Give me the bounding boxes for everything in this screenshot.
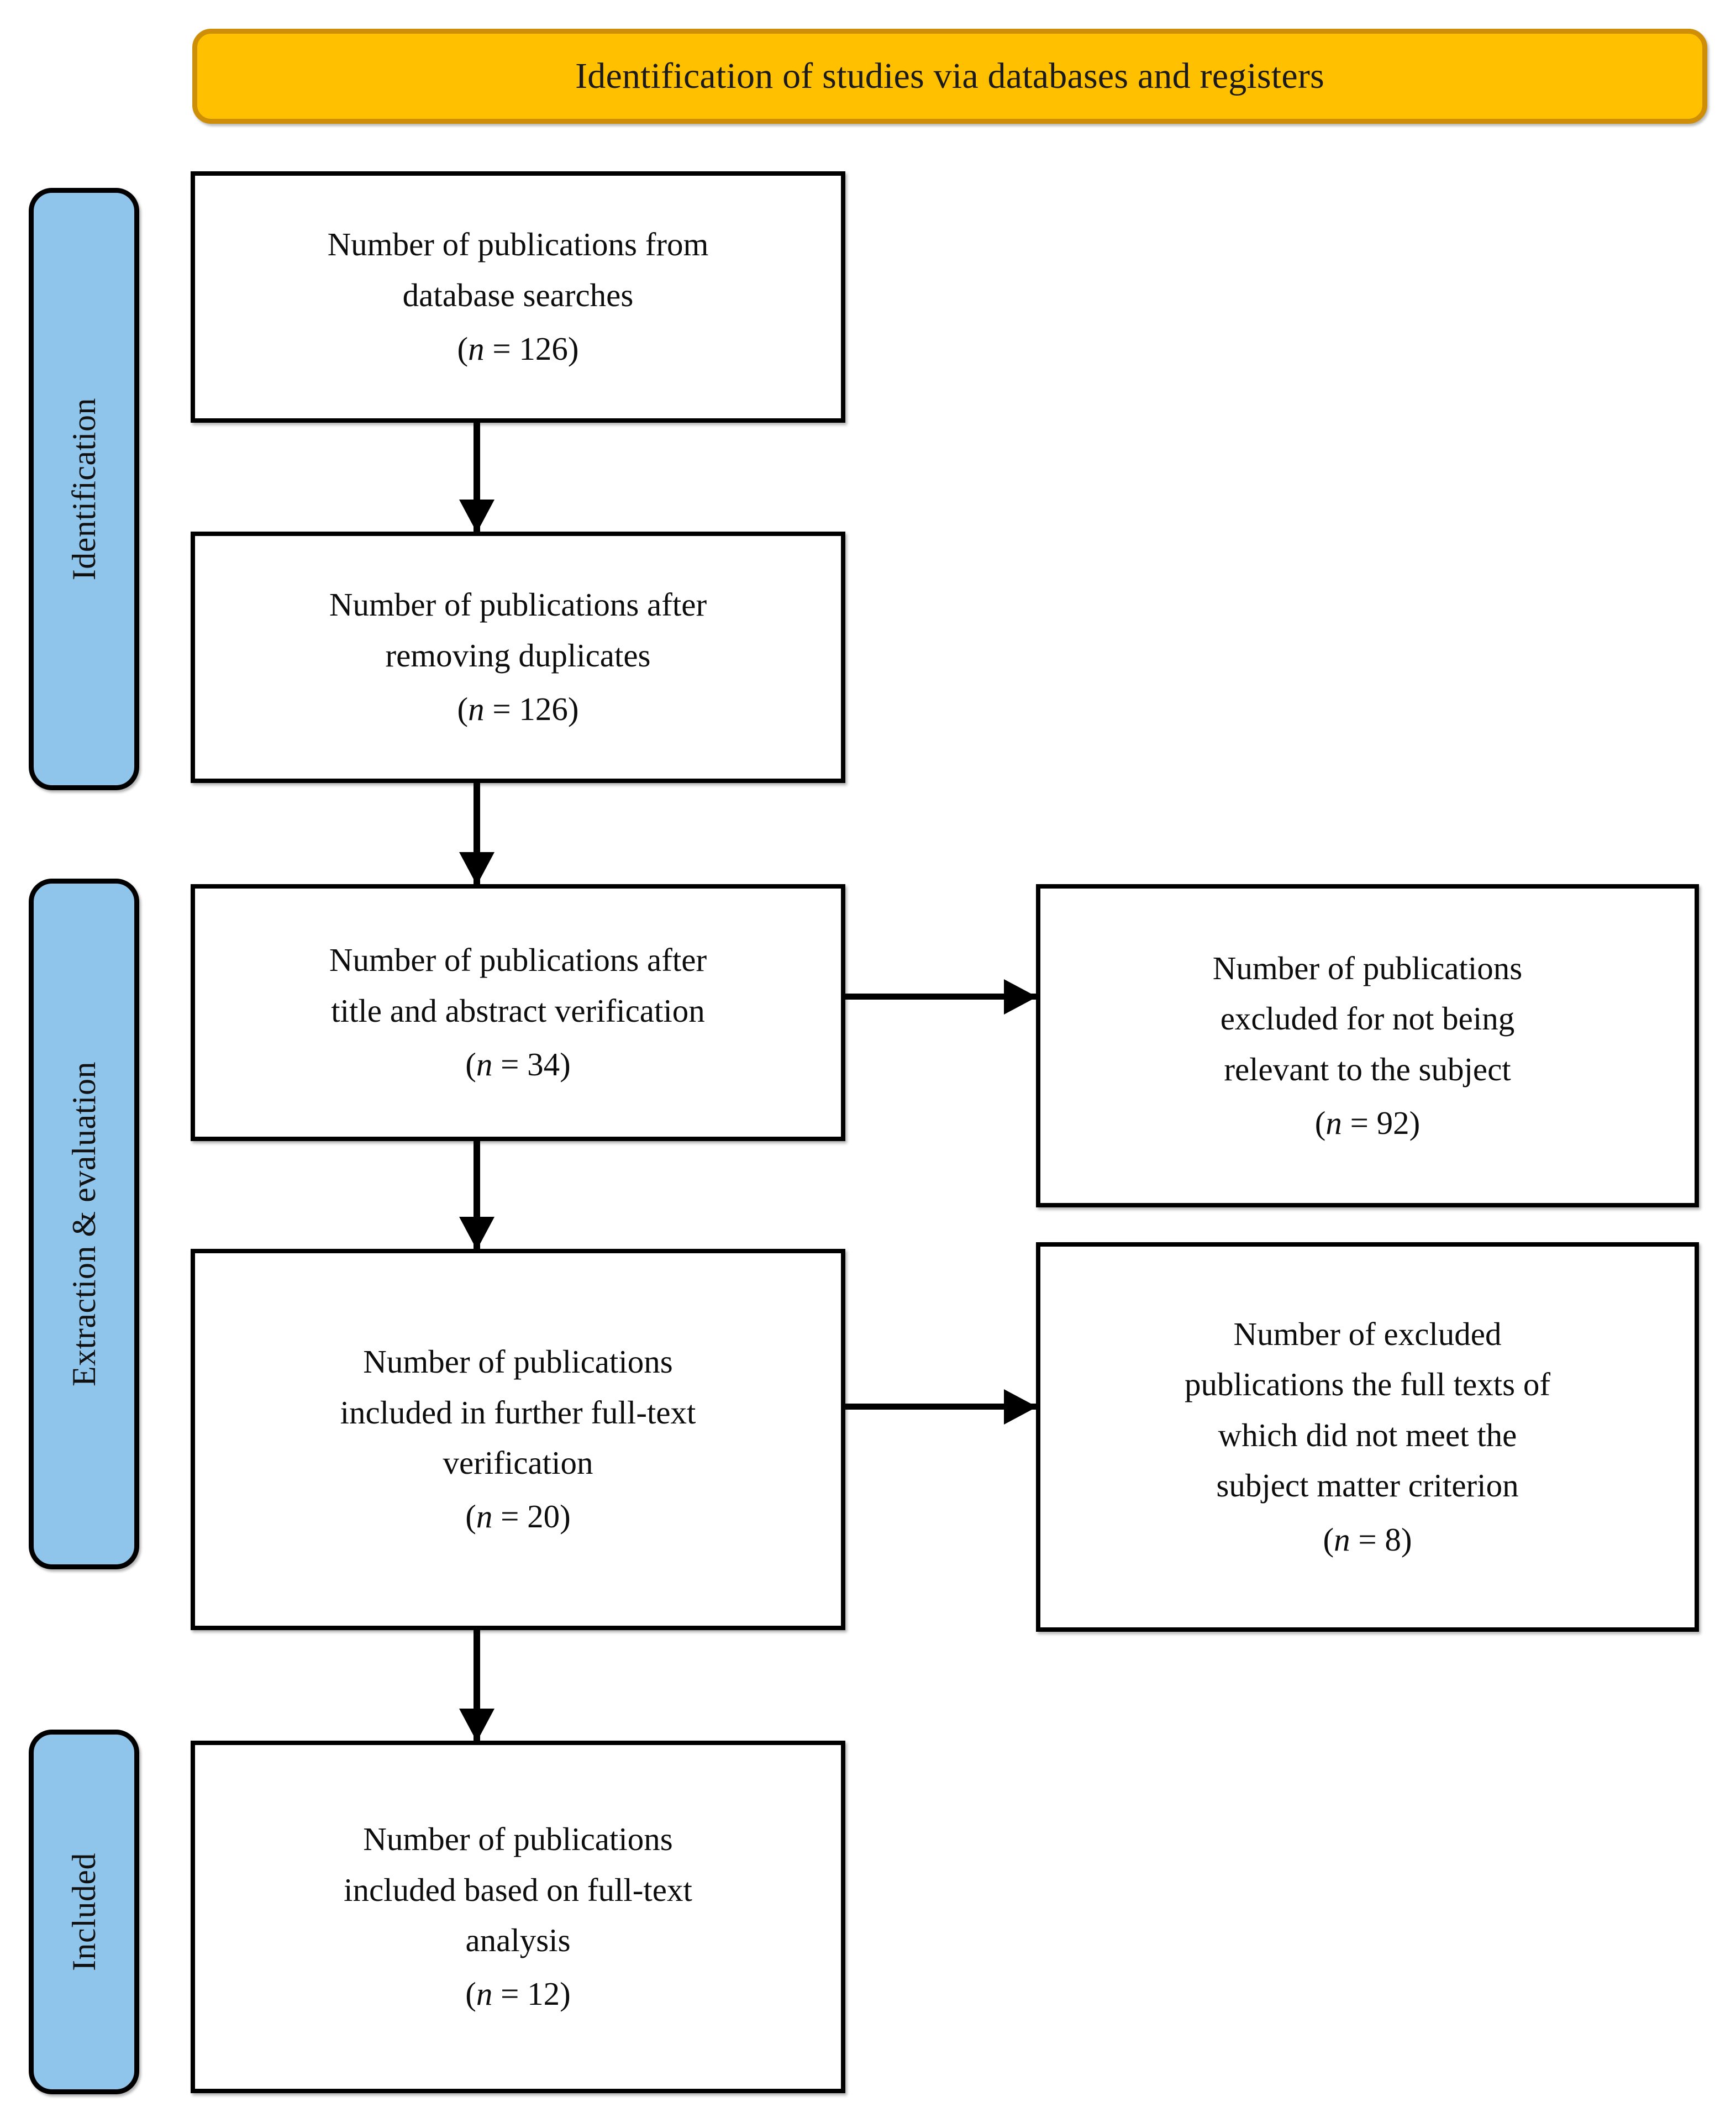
flow-box-line: included in further full-text [340, 1394, 696, 1431]
flow-box-line: database searches [402, 276, 634, 313]
flow-box-line: publications the full texts of [1185, 1366, 1550, 1403]
flow-box-count: (n = 12) [465, 1975, 571, 2013]
flow-box-title-abstract: Number of publications after title and a… [191, 884, 845, 1141]
flow-box-excluded-full-text: Number of excluded publications the full… [1036, 1242, 1699, 1632]
stage-label-included: Included [66, 1853, 102, 1971]
flow-box-line: Number of excluded [1233, 1315, 1502, 1352]
arrowhead-down-icon [459, 500, 495, 533]
stage-bar-included: Included [29, 1730, 139, 2094]
flow-box-line: verification [443, 1444, 593, 1481]
flow-box-line: excluded for not being [1220, 1000, 1515, 1037]
flow-box-full-text-verification: Number of publications included in furth… [191, 1249, 845, 1630]
stage-label-extraction-evaluation: Extraction & evaluation [66, 1062, 102, 1386]
flow-box-line: Number of publications [363, 1343, 673, 1380]
stage-bar-identification: Identification [29, 188, 139, 790]
arrow-right-icon-title-abstract-to-excluded-relevance [845, 979, 1037, 1015]
flow-box-line: Number of publications [1212, 949, 1523, 986]
flow-box-line: analysis [465, 1922, 571, 1958]
arrowhead-right-icon [1004, 1389, 1037, 1425]
flow-box-count: (n = 34) [465, 1046, 571, 1083]
arrowhead-right-icon [1004, 979, 1037, 1015]
flow-box-duplicates: Number of publications after removing du… [191, 532, 845, 783]
arrow-down-icon-title-abstract-to-full-text [459, 1141, 495, 1250]
flow-box-line: which did not meet the [1218, 1416, 1517, 1453]
flow-box-count: (n = 8) [1323, 1521, 1412, 1558]
flow-box-line: included based on full-text [344, 1871, 692, 1908]
stage-label-identification: Identification [66, 397, 102, 581]
diagram-title: Identification of studies via databases … [575, 55, 1324, 96]
flow-box-db-search: Number of publications from database sea… [191, 171, 845, 423]
arrow-down-icon-duplicates-to-title-abstract [459, 783, 495, 885]
arrowhead-down-icon [459, 852, 495, 885]
flow-box-line: title and abstract verification [331, 992, 705, 1029]
arrowhead-down-icon [459, 1217, 495, 1250]
arrow-down-icon-db-to-duplicates [459, 423, 495, 533]
arrow-down-icon-full-text-to-included [459, 1630, 495, 1742]
flow-box-line: removing duplicates [385, 637, 651, 674]
flow-box-line: relevant to the subject [1224, 1050, 1511, 1087]
arrowhead-down-icon [459, 1709, 495, 1742]
arrow-right-icon-full-text-to-excluded-full-text [845, 1389, 1037, 1425]
flow-box-line: Number of publications after [329, 586, 707, 623]
flow-box-line: Number of publications [363, 1821, 673, 1858]
flow-box-excluded-relevance: Number of publications excluded for not … [1036, 884, 1699, 1207]
flow-box-count: (n = 126) [457, 691, 579, 728]
flow-box-included-analysis: Number of publications included based on… [191, 1741, 845, 2093]
flow-box-count: (n = 92) [1314, 1104, 1421, 1141]
flow-box-line: Number of publications from [327, 226, 709, 263]
flow-box-line: Number of publications after [329, 942, 707, 979]
flow-box-line: subject matter criterion [1216, 1467, 1519, 1504]
diagram-header-banner: Identification of studies via databases … [192, 29, 1707, 124]
stage-bar-extraction-evaluation: Extraction & evaluation [29, 879, 139, 1569]
flow-box-count: (n = 20) [465, 1498, 571, 1535]
flow-box-count: (n = 126) [457, 330, 579, 367]
